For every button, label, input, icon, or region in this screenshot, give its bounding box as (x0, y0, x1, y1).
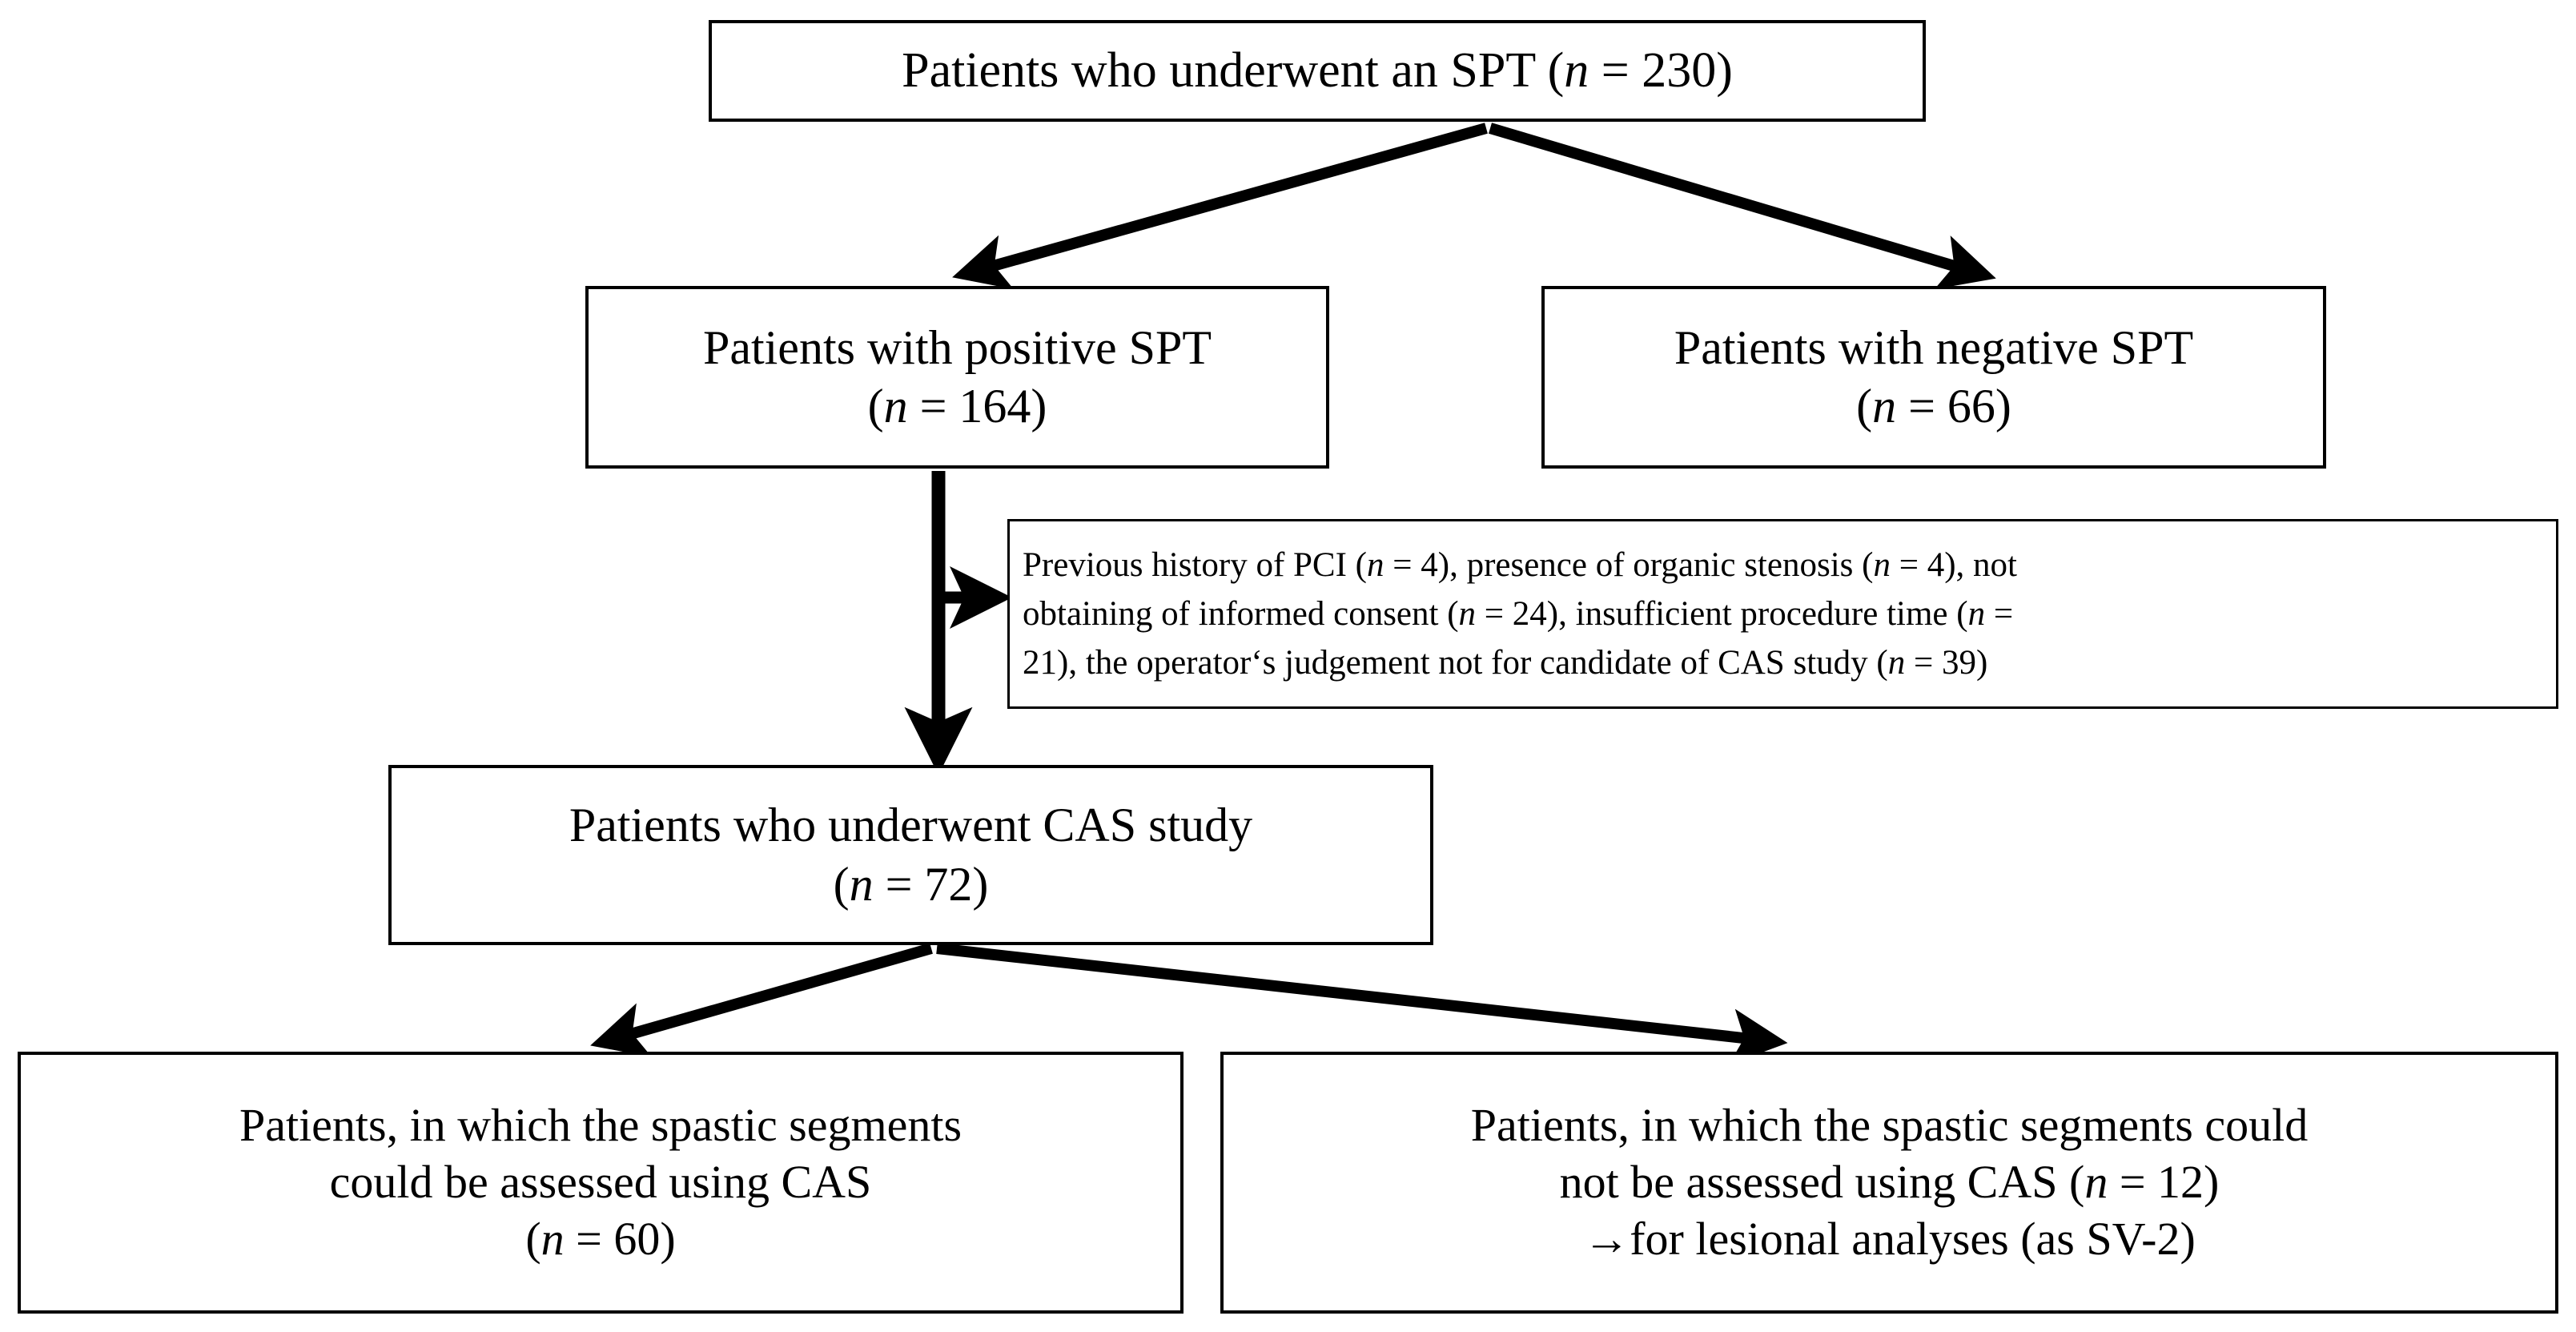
node-top-line1: Patients who underwent an SPT (n = 230) (902, 42, 1733, 98)
exclusion-criteria-box: Previous history of PCI (n = 4), presenc… (1007, 519, 2558, 709)
node-assessed-line3: (n = 60) (525, 1212, 676, 1265)
node-not-assessed-line2: not be assessed using CAS (n = 12) (1559, 1156, 2220, 1209)
spastic-segments-assessed-box: Patients, in which the spastic segments … (18, 1052, 1184, 1314)
patients-negative-spt-box: Patients with negative SPT (n = 66) (1541, 286, 2326, 469)
italic-n: n (1367, 545, 1384, 584)
exclusion-line1: Previous history of PCI (n = 4), presenc… (1023, 545, 2017, 584)
node-negative-line1: Patients with negative SPT (1674, 320, 2194, 374)
spastic-segments-not-assessed-box: Patients, in which the spastic segments … (1220, 1052, 2558, 1314)
patients-positive-spt-box: Patients with positive SPT (n = 164) (585, 286, 1329, 469)
arrow-top-to-negative (1489, 123, 1996, 290)
italic-n: n (1872, 380, 1897, 433)
patients-underwent-cas-study-box: Patients who underwent CAS study (n = 72… (388, 765, 1433, 945)
arrow-cas-to-not-assessed (936, 943, 1788, 1065)
italic-n: n (883, 380, 908, 433)
node-cas-line2: (n = 72) (833, 857, 989, 911)
italic-n: n (541, 1212, 565, 1265)
italic-n: n (1887, 644, 1906, 682)
node-cas-line1: Patients who underwent CAS study (569, 799, 1253, 852)
italic-n: n (1967, 594, 1986, 633)
node-not-assessed-line3: →for lesional analyses (as SV-2) (1583, 1212, 2196, 1265)
italic-n: n (1873, 545, 1891, 584)
arrow-top-to-positive (952, 123, 1488, 290)
exclusion-line3: 21), the operator‘s judgement not for ca… (1023, 644, 1988, 682)
arrow-cas-to-assessed (590, 943, 933, 1057)
node-negative-line2: (n = 66) (1856, 380, 2011, 433)
node-assessed-line1: Patients, in which the spastic segments (239, 1099, 962, 1152)
node-not-assessed-line1: Patients, in which the spastic segments … (1470, 1099, 2309, 1152)
italic-n: n (1564, 42, 1589, 98)
exclusion-line2: obtaining of informed consent (n = 24), … (1023, 594, 2014, 633)
patients-underwent-spt-box: Patients who underwent an SPT (n = 230) (709, 20, 1926, 122)
node-positive-line2: (n = 164) (867, 380, 1047, 433)
node-positive-line1: Patients with positive SPT (702, 320, 1212, 374)
italic-n: n (849, 857, 874, 911)
italic-n: n (1458, 594, 1477, 633)
node-assessed-line2: could be assessed using CAS (329, 1156, 872, 1209)
italic-n: n (2084, 1156, 2108, 1209)
